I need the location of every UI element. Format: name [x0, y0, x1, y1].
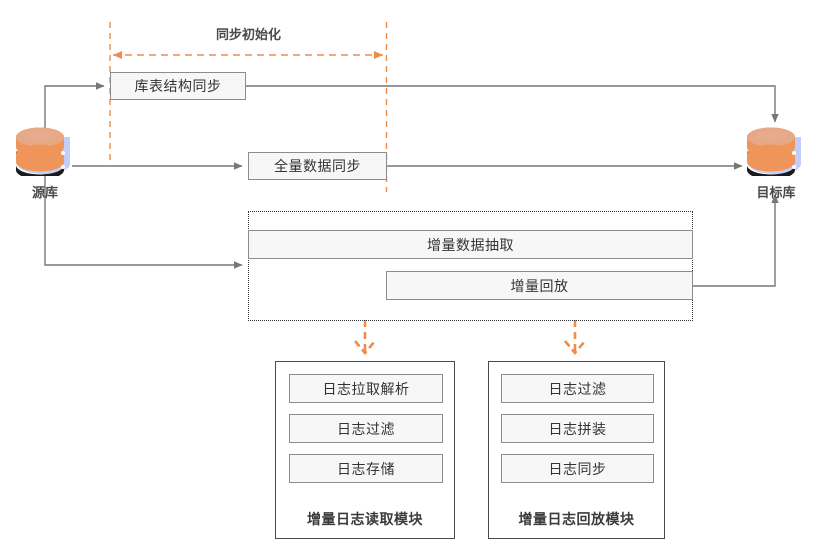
log-filter-box-replay[interactable]: 日志过滤: [501, 374, 654, 403]
arrow-replay-to-target: [693, 194, 779, 287]
incremental-log-read-module-title: 增量日志读取模块: [307, 511, 423, 527]
log-sync-box[interactable]: 日志同步: [501, 454, 654, 483]
incremental-replay-box[interactable]: 增量回放: [386, 271, 693, 300]
phase-title-label: 同步初始化: [215, 27, 281, 42]
log-assemble-box[interactable]: 日志拼装: [501, 414, 654, 443]
incremental-log-replay-module-title: 增量日志回放模块: [518, 511, 635, 527]
full-data-sync-box[interactable]: 全量数据同步: [248, 152, 387, 180]
schema-sync-box[interactable]: 库表结构同步: [110, 72, 246, 100]
arrow-schema-sync-to-target: [246, 85, 779, 123]
source-database-label: 源库: [31, 185, 58, 200]
source-database-icon: [12, 124, 76, 180]
arrow-replay-to-log-replay-module: [564, 320, 586, 356]
incremental-log-read-module: 日志拉取解析 日志过滤 日志存储 增量日志读取模块: [275, 361, 455, 539]
incremental-section-region: [248, 211, 693, 321]
arrow-source-to-incremental-extract: [44, 165, 243, 269]
database-icon: [16, 127, 70, 180]
database-icon: [747, 127, 801, 180]
target-database-icon: [743, 124, 807, 180]
log-pull-parse-box[interactable]: 日志拉取解析: [289, 374, 443, 403]
log-filter-box[interactable]: 日志过滤: [289, 414, 443, 443]
arrow-extract-to-log-read-module: [354, 320, 376, 356]
incremental-log-replay-module: 日志过滤 日志拼装 日志同步 增量日志回放模块: [488, 361, 665, 539]
target-database-label: 目标库: [756, 185, 796, 200]
incremental-extract-box[interactable]: 增量数据抽取: [248, 230, 693, 259]
log-storage-box[interactable]: 日志存储: [289, 454, 443, 483]
